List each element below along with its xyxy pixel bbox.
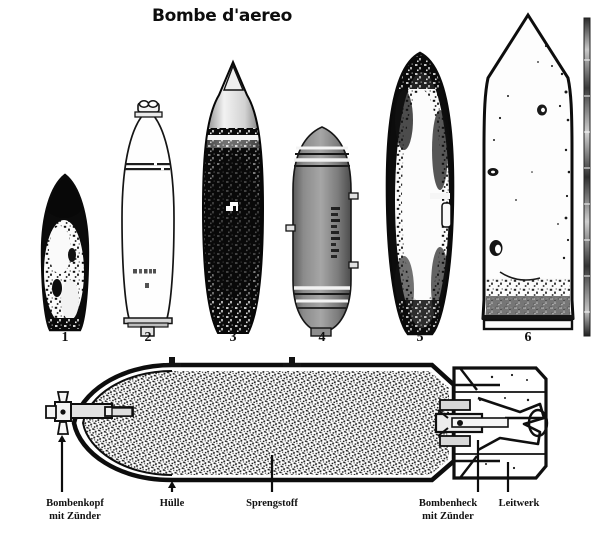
callout-label-sprengstoff: Sprengstoff (246, 498, 298, 509)
specimen-2-stencil-bands (125, 163, 170, 171)
callout-label-leitwerk: Leitwerk (498, 498, 540, 509)
specimen-1-bomb (40, 173, 90, 332)
explosive-filler (83, 371, 449, 475)
callout-label-bombenheck: Bombenheck mit Zünder (418, 498, 478, 522)
specimen-number-2: 2 (144, 330, 152, 345)
specimen-4-tail-boss (310, 327, 332, 337)
specimen-4-bands-top (294, 146, 350, 167)
specimen-number-6: 6 (524, 330, 532, 345)
specimen-4-stencil-text (331, 207, 340, 258)
specimen-6-speckles (493, 44, 571, 260)
callout-arrowheads (58, 435, 176, 488)
specimen-4-lugs (285, 192, 359, 269)
callout-label-huelle: Hülle (159, 498, 185, 509)
specimen-number-1: 1 (61, 330, 69, 345)
page-title: Bombe d'aereo (151, 6, 293, 26)
specimen-6-bomb (481, 12, 575, 331)
specimen-2-tail (123, 317, 173, 337)
specimen-2-lug (134, 100, 163, 118)
scale-rule-icon (583, 17, 591, 337)
tail-fuze (434, 399, 509, 447)
specimen-number-4: 4 (318, 330, 326, 345)
suspension-lugs (163, 357, 301, 367)
specimen-4-bomb (285, 126, 359, 337)
nose-fuze-with-vane (45, 391, 134, 435)
specimen-number-3: 3 (229, 330, 237, 345)
specimen-2-bomb (121, 100, 175, 337)
callout-label-bombenkopf: Bombenkopf mit Zünder (46, 498, 104, 522)
tail-speckles (478, 373, 530, 470)
bomb-cutaway-diagram (45, 357, 549, 492)
specimen-4-bands-bottom (294, 286, 350, 309)
specimen-3-bomb (201, 59, 265, 334)
specimen-5-bomb (385, 51, 455, 336)
specimen-number-5: 5 (416, 330, 424, 345)
specimen-2-stencil-text (133, 269, 156, 288)
specimen-6-tail-band (482, 315, 574, 331)
